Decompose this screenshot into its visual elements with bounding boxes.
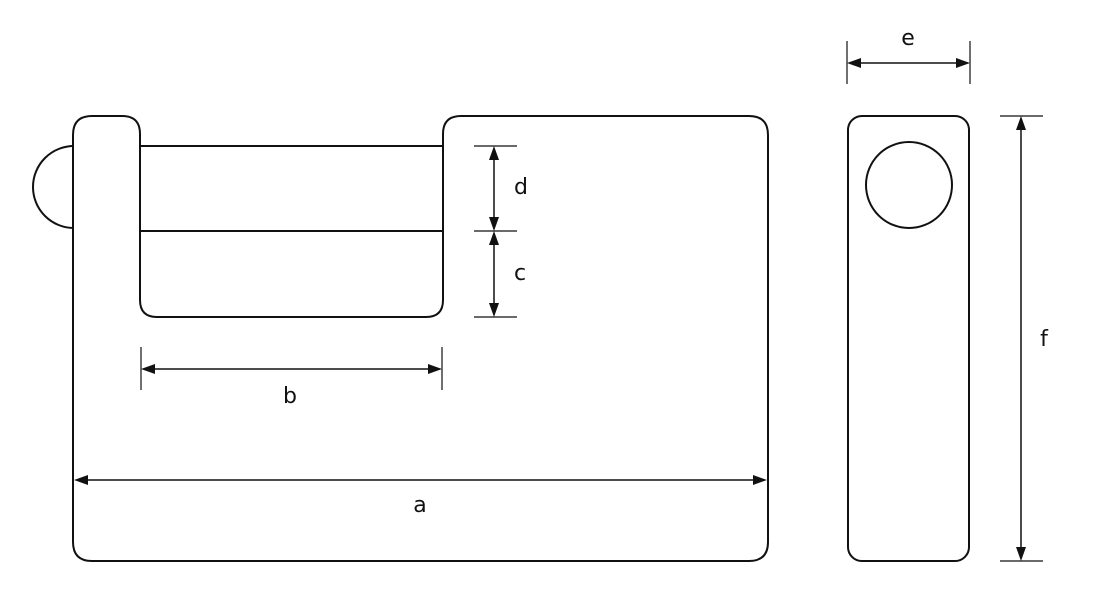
dimension-b-arrow-left bbox=[141, 364, 155, 374]
dimension-d-label: d bbox=[514, 175, 528, 200]
dimension-f-arrow-bottom bbox=[1016, 547, 1026, 561]
dimension-a-arrow-right bbox=[753, 475, 767, 485]
keyhole-circle bbox=[865, 141, 953, 229]
dimension-f-label: f bbox=[1040, 327, 1049, 352]
dimension-b-arrow-right bbox=[428, 364, 442, 374]
dimension-c: c bbox=[474, 231, 526, 318]
dimension-e-arrow-left bbox=[847, 58, 861, 68]
dimension-f-arrow-top bbox=[1016, 116, 1026, 130]
dimension-c-arrow-top bbox=[489, 231, 499, 245]
dimension-a-label: a bbox=[413, 493, 426, 518]
dimension-d: d bbox=[474, 145, 528, 232]
side-body bbox=[847, 115, 970, 562]
dimension-f: f bbox=[1000, 115, 1049, 562]
dimension-c-label: c bbox=[514, 261, 526, 286]
dimension-d-arrow-bottom bbox=[489, 217, 499, 231]
dimension-e-arrow-right bbox=[956, 58, 970, 68]
shackle-knob bbox=[32, 145, 75, 229]
dimension-e: e bbox=[846, 26, 971, 84]
side-view bbox=[847, 115, 970, 562]
dimension-a: a bbox=[74, 475, 767, 518]
dimension-a-arrow-left bbox=[74, 475, 88, 485]
front-view bbox=[32, 115, 769, 562]
dimension-b-label: b bbox=[283, 384, 297, 409]
dimension-e-label: e bbox=[901, 26, 915, 51]
lock-body-outline bbox=[72, 115, 769, 562]
dimension-c-arrow-bottom bbox=[489, 303, 499, 317]
dimension-d-arrow-top bbox=[489, 146, 499, 160]
dimension-b: b bbox=[140, 347, 443, 409]
